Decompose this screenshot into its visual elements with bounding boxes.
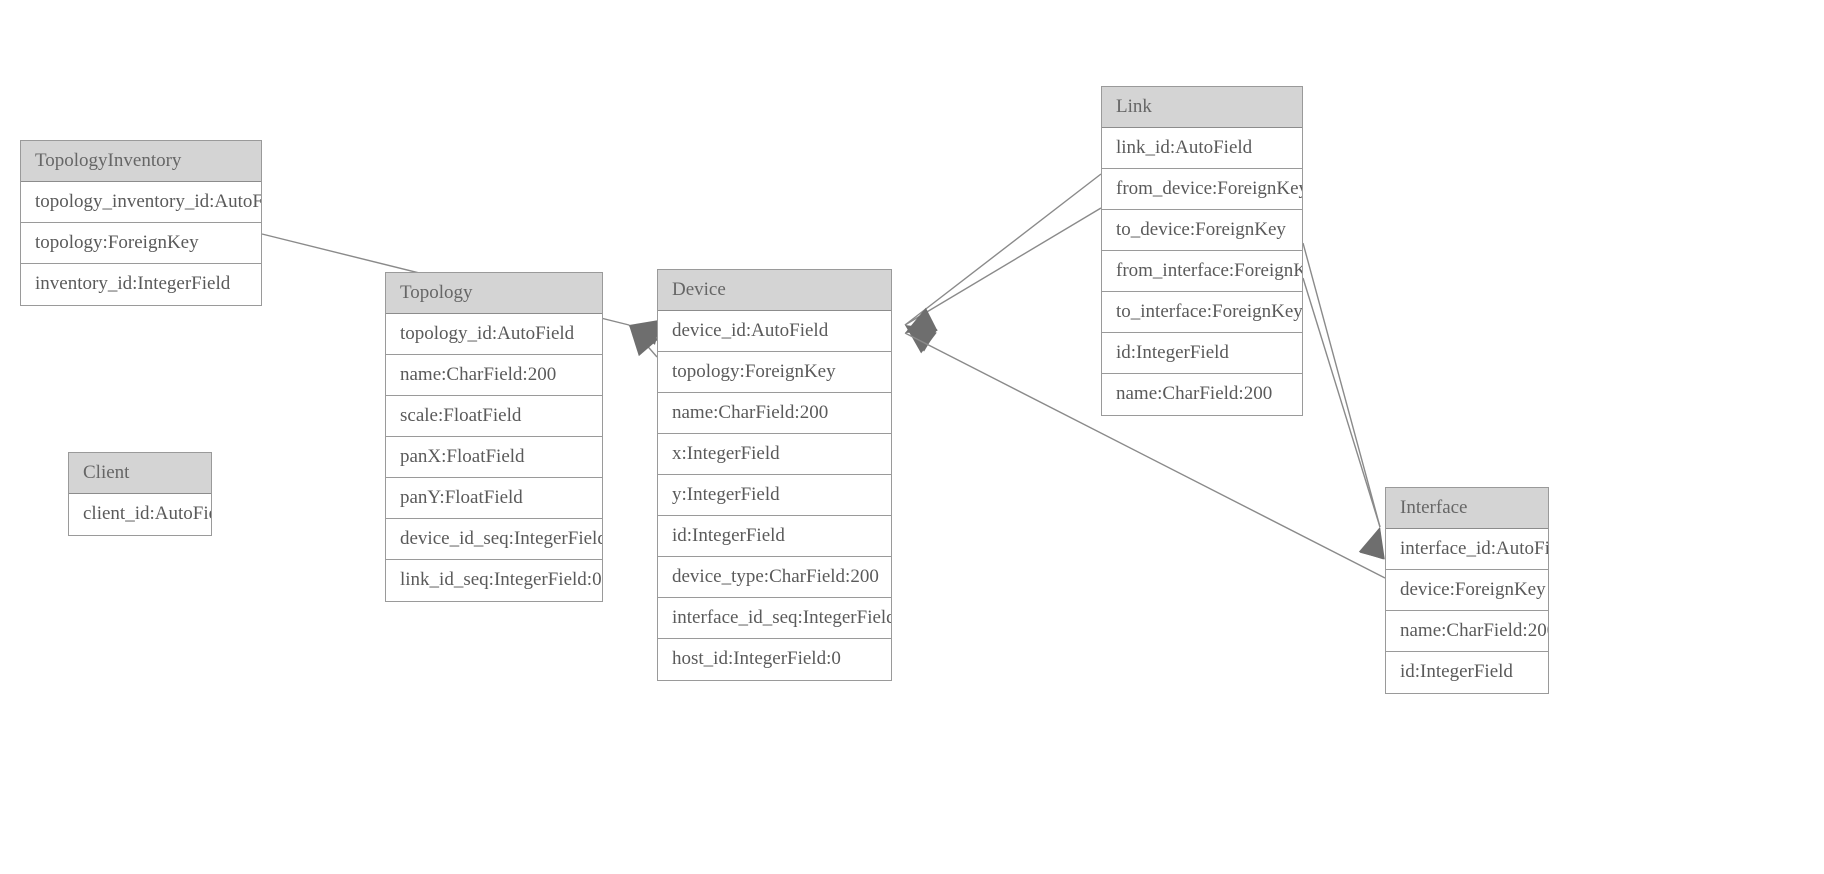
entity-field[interactable]: client_id:AutoField (69, 494, 211, 535)
entity-field[interactable]: inventory_id:IntegerField (21, 264, 261, 305)
entity-field[interactable]: y:IntegerField (658, 475, 891, 516)
entity-field[interactable]: host_id:IntegerField:0 (658, 639, 891, 680)
entity-field[interactable]: from_interface:ForeignKey (1102, 251, 1302, 292)
entity-title-topology_inventory: TopologyInventory (21, 141, 261, 182)
entity-field[interactable]: topology:ForeignKey (21, 223, 261, 264)
relationship-arrowhead (905, 307, 938, 333)
entity-title-link: Link (1102, 87, 1302, 128)
relationship-arrowhead (905, 325, 937, 354)
entity-field[interactable]: id:IntegerField (658, 516, 891, 557)
entity-field[interactable]: to_device:ForeignKey (1102, 210, 1302, 251)
entity-field[interactable]: interface_id_seq:IntegerField:0 (658, 598, 891, 639)
entity-field[interactable]: id:IntegerField (1102, 333, 1302, 374)
relationship-line (904, 173, 1102, 326)
entity-field[interactable]: link_id:AutoField (1102, 128, 1302, 169)
entity-title-interface: Interface (1386, 488, 1548, 529)
entity-interface[interactable]: Interfaceinterface_id:AutoFielddevice:Fo… (1385, 487, 1549, 694)
relationship-line (1302, 242, 1381, 528)
entity-field[interactable]: scale:FloatField (386, 396, 602, 437)
entity-field[interactable]: device_id:AutoField (658, 311, 891, 352)
relationship-line (904, 207, 1102, 326)
entity-field[interactable]: interface_id:AutoField (1386, 529, 1548, 570)
entity-title-device: Device (658, 270, 891, 311)
entity-field[interactable]: topology_id:AutoField (386, 314, 602, 355)
entity-field[interactable]: name:CharField:200 (658, 393, 891, 434)
entity-field[interactable]: device:ForeignKey (1386, 570, 1548, 611)
entity-title-topology: Topology (386, 273, 602, 314)
entity-field[interactable]: x:IntegerField (658, 434, 891, 475)
entity-field[interactable]: name:CharField:200 (386, 355, 602, 396)
entity-title-client: Client (69, 453, 211, 494)
relationship-arrowhead (629, 325, 659, 357)
entity-field[interactable]: panY:FloatField (386, 478, 602, 519)
relationship-arrowhead (905, 325, 938, 352)
entity-field[interactable]: from_device:ForeignKey (1102, 169, 1302, 210)
entity-field[interactable]: topology:ForeignKey (658, 352, 891, 393)
entity-field[interactable]: device_id_seq:IntegerField:0 (386, 519, 602, 560)
entity-field[interactable]: to_interface:ForeignKey (1102, 292, 1302, 333)
entity-field[interactable]: name:CharField:200 (1102, 374, 1302, 415)
entity-field[interactable]: id:IntegerField (1386, 652, 1548, 693)
relationship-line (628, 324, 658, 358)
entity-field[interactable]: name:CharField:200 (1386, 611, 1548, 652)
entity-field[interactable]: topology_inventory_id:AutoField (21, 182, 261, 223)
relationship-line (1302, 277, 1381, 528)
relationship-arrowhead (629, 319, 662, 345)
entity-field[interactable]: link_id_seq:IntegerField:0 (386, 560, 602, 601)
entity-field[interactable]: device_type:CharField:200 (658, 557, 891, 598)
entity-field[interactable]: panX:FloatField (386, 437, 602, 478)
